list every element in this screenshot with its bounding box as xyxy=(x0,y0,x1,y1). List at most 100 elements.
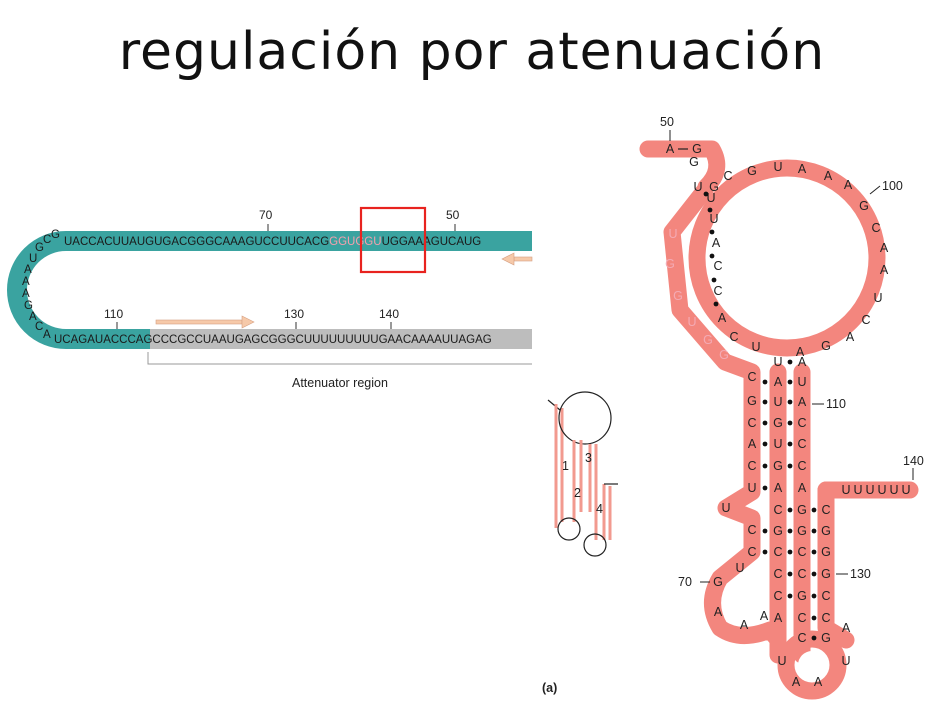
linear-mrna-panel: UACCACUUAUGUGACGGGCAAAGUCCUUCACGGGUGGUUG… xyxy=(7,206,533,390)
loop-letter: C xyxy=(43,234,51,246)
svg-text:C: C xyxy=(797,416,806,430)
label-70: 70 xyxy=(678,575,692,589)
svg-text:A: A xyxy=(796,345,805,359)
loop-letter: A xyxy=(24,264,32,276)
svg-text:C: C xyxy=(821,589,830,603)
svg-text:U: U xyxy=(841,654,850,668)
svg-text:C: C xyxy=(713,259,722,273)
svg-text:A: A xyxy=(774,375,783,389)
svg-text:C: C xyxy=(747,545,756,559)
svg-text:G: G xyxy=(713,575,723,589)
svg-text:A: A xyxy=(740,618,749,632)
svg-text:G: G xyxy=(797,503,807,517)
svg-text:U: U xyxy=(773,395,782,409)
pink-nucleotides: U G G U G G xyxy=(665,227,729,362)
segment-4: 4 xyxy=(596,502,603,516)
svg-text:G: G xyxy=(747,164,757,178)
right-arrow xyxy=(155,315,255,329)
svg-text:U: U xyxy=(873,291,882,305)
segment-3: 3 xyxy=(585,451,592,465)
tick-110: 110 xyxy=(104,307,123,321)
svg-text:C: C xyxy=(797,545,806,559)
left-arrow xyxy=(501,252,533,266)
svg-text:U: U xyxy=(693,180,702,194)
schematic-panel: 1 2 3 4 xyxy=(547,391,618,557)
svg-text:U: U xyxy=(889,483,898,497)
svg-text:C: C xyxy=(861,313,870,327)
svg-text:A: A xyxy=(798,481,807,495)
attenuator-region-label: Attenuator region xyxy=(292,376,388,390)
tick-50: 50 xyxy=(446,208,460,222)
loop-letter: G xyxy=(35,242,44,254)
svg-text:G: G xyxy=(689,155,699,169)
svg-text:A: A xyxy=(842,621,851,635)
top-g: G xyxy=(692,142,702,156)
svg-text:U: U xyxy=(773,437,782,451)
svg-text:U: U xyxy=(853,483,862,497)
svg-text:U: U xyxy=(777,654,786,668)
loop-letter: U xyxy=(29,253,37,265)
svg-text:C: C xyxy=(797,567,806,581)
loop-letter: A xyxy=(29,311,37,323)
svg-text:U: U xyxy=(721,501,730,515)
svg-text:U: U xyxy=(773,160,782,174)
teal-strand xyxy=(7,231,532,349)
svg-text:U: U xyxy=(877,483,886,497)
svg-text:A: A xyxy=(792,675,801,689)
label-100: 100 xyxy=(882,179,903,193)
loop-letters: G C G U A A A G A C A xyxy=(22,229,60,341)
svg-text:C: C xyxy=(723,169,732,183)
segment-2: 2 xyxy=(574,486,581,500)
attenuator-bracket xyxy=(147,352,532,365)
svg-text:C: C xyxy=(747,370,756,384)
slide-title: regulación por atenuación xyxy=(118,22,826,82)
svg-text:A: A xyxy=(718,311,727,325)
label-50: 50 xyxy=(660,115,674,129)
svg-text:G: G xyxy=(821,631,831,645)
svg-text:U: U xyxy=(865,483,874,497)
loop-letter: A xyxy=(22,276,30,288)
svg-text:A: A xyxy=(712,236,721,250)
loop-letter: A xyxy=(43,329,51,341)
svg-text:U: U xyxy=(668,227,677,241)
svg-text:A: A xyxy=(880,263,889,277)
loop-nucleotides: G U G C G U A A A G C A A U C A G A U U … xyxy=(689,155,889,359)
svg-text:U: U xyxy=(751,340,760,354)
label-130: 130 xyxy=(850,567,871,581)
hairpin-panel: G U G C G U A A A G C A A U C A G A U U … xyxy=(542,115,924,700)
svg-text:G: G xyxy=(821,339,831,353)
svg-text:C: C xyxy=(773,567,782,581)
loop-letter: C xyxy=(35,321,43,333)
svg-text:G: G xyxy=(703,333,713,347)
tick-130: 130 xyxy=(284,307,304,321)
svg-text:U: U xyxy=(901,483,910,497)
svg-text:A: A xyxy=(774,481,783,495)
svg-text:G: G xyxy=(821,567,831,581)
svg-text:G: G xyxy=(773,459,783,473)
svg-text:C: C xyxy=(797,437,806,451)
bottom-sequence: UCAGAUACCCAGCCCGCCUAAUGAGCGGGCUUUUUUUUUG… xyxy=(54,334,492,346)
svg-text:U: U xyxy=(841,483,850,497)
svg-text:U: U xyxy=(797,375,806,389)
svg-text:U: U xyxy=(773,355,782,369)
svg-text:C: C xyxy=(773,589,782,603)
panel-label: (a) xyxy=(542,681,557,695)
svg-text:G: G xyxy=(665,257,675,271)
svg-text:U: U xyxy=(687,315,696,329)
svg-text:A: A xyxy=(846,330,855,344)
label-110: 110 xyxy=(826,397,846,411)
svg-text:C: C xyxy=(773,503,782,517)
svg-text:G: G xyxy=(719,348,729,362)
svg-text:A: A xyxy=(798,395,807,409)
svg-text:G: G xyxy=(797,524,807,538)
tick-70: 70 xyxy=(259,208,273,222)
svg-text:C: C xyxy=(747,416,756,430)
svg-text:G: G xyxy=(821,524,831,538)
svg-text:G: G xyxy=(709,180,719,194)
svg-text:C: C xyxy=(797,631,806,645)
svg-text:A: A xyxy=(880,241,889,255)
svg-text:G: G xyxy=(797,589,807,603)
label-140: 140 xyxy=(903,454,924,468)
tick-140: 140 xyxy=(379,307,399,321)
